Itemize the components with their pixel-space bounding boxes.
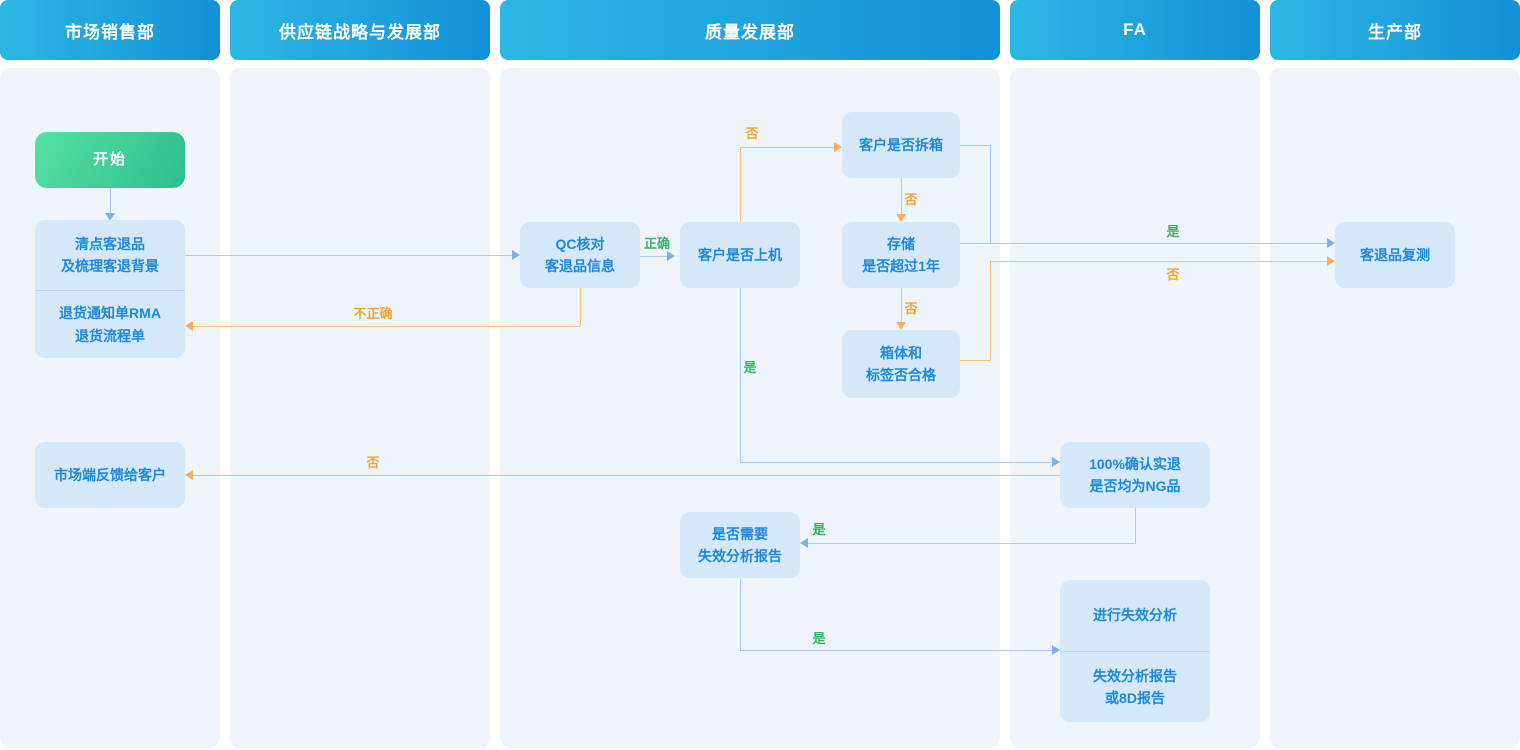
- node-count-returns: 清点客退品 及梳理客退背景: [61, 235, 159, 274]
- node-fa-report: 失效分析报告 或8D报告: [1060, 651, 1210, 722]
- edge-faneed-yes-h: [740, 650, 1052, 651]
- edge-carton-no-v: [990, 261, 991, 361]
- node-need-fa-report: 是否需要 失效分析报告: [680, 512, 800, 578]
- arrowhead-into-storage-icon: [896, 214, 906, 222]
- edge-qc-incorrect-v: [580, 288, 581, 326]
- edge-label-storage-yes: 是: [1166, 224, 1180, 239]
- edge-ng-yes-h: [808, 543, 1136, 544]
- arrowhead-into-rma-icon: [185, 321, 193, 331]
- lane-header-production: 生产部: [1270, 0, 1520, 60]
- edge-faneed-yes-v: [740, 578, 741, 650]
- edge-qc-to-machine: [640, 256, 668, 257]
- edge-label-faneed-yes: 是: [812, 631, 826, 646]
- edge-label-incorrect: 不正确: [353, 306, 393, 321]
- node-storage-over-1yr: 存储 是否超过1年: [842, 222, 960, 288]
- edge-label-carton-no: 否: [1166, 267, 1180, 282]
- arrowhead-into-carton-icon: [896, 322, 906, 330]
- lane-header-supply-chain: 供应链战略与发展部: [230, 0, 490, 60]
- edge-carton-no-to-retest: [990, 261, 1327, 262]
- arrowhead-into-fado-icon: [1052, 645, 1060, 655]
- node-retest: 客退品复测: [1335, 222, 1455, 288]
- arrowhead-into-unbox-icon: [834, 142, 842, 152]
- edge-qc-incorrect-h: [190, 326, 580, 327]
- edge-label-unbox-no: 否: [904, 192, 918, 207]
- edge-count-to-qc: [185, 255, 513, 256]
- edge-unbox-yes-h: [960, 145, 990, 146]
- node-fa-group: 进行失效分析 失效分析报告 或8D报告: [1060, 580, 1210, 722]
- arrowhead-into-faneed-icon: [800, 538, 808, 548]
- edge-unbox-yes-v: [990, 145, 991, 243]
- edge-carton-no-h1: [960, 360, 990, 361]
- arrowhead-into-retest-blue-icon: [1327, 238, 1335, 248]
- edge-label-ng-yes: 是: [812, 522, 826, 537]
- edge-ng-yes-v: [1135, 508, 1136, 543]
- node-customer-unboxed: 客户是否拆箱: [842, 112, 960, 178]
- node-feedback-to-customer: 市场端反馈给客户: [35, 442, 185, 508]
- edge-label-storage-no: 否: [904, 301, 918, 316]
- edge-ng-no-to-feedback: [190, 475, 1060, 476]
- arrowhead-start-down-icon: [105, 213, 115, 221]
- node-start: 开始: [35, 132, 185, 188]
- edge-unbox-no: [901, 178, 902, 214]
- node-do-failure-analysis: 进行失效分析: [1093, 607, 1177, 624]
- edge-label-machine-yes: 是: [743, 360, 757, 375]
- arrowhead-into-ng-icon: [1052, 457, 1060, 467]
- lane-body-production: [1270, 68, 1520, 748]
- lane-header-fa: FA: [1010, 0, 1260, 60]
- node-confirm-ng: 100%确认实退 是否均为NG品: [1060, 442, 1210, 508]
- arrowhead-into-feedback-icon: [185, 470, 193, 480]
- lane-body-supply-chain: [230, 68, 490, 748]
- edge-label-ng-no: 否: [366, 455, 380, 470]
- node-carton-label-ok: 箱体和 标签否合格: [842, 330, 960, 398]
- edge-machine-yes-h: [740, 462, 1052, 463]
- edge-machine-yes-v: [740, 288, 741, 462]
- edge-machine-no-v: [740, 147, 741, 222]
- edge-storage-no: [901, 288, 902, 322]
- arrowhead-into-machine-icon: [667, 251, 675, 261]
- arrowhead-into-retest-orange-icon: [1327, 256, 1335, 266]
- node-count-rma-group: 清点客退品 及梳理客退背景 退货通知单RMA 退货流程单: [35, 220, 185, 358]
- edge-start-to-count: [110, 188, 111, 214]
- arrowhead-into-qc-icon: [512, 250, 520, 260]
- lane-header-quality: 质量发展部: [500, 0, 1000, 60]
- edge-label-correct: 正确: [643, 236, 671, 251]
- edge-storage-yes-to-retest: [960, 243, 1327, 244]
- node-qc-verify: QC核对 客退品信息: [520, 222, 640, 288]
- lane-header-marketing: 市场销售部: [0, 0, 220, 60]
- lane-body-quality: [500, 68, 1000, 748]
- node-customer-on-machine: 客户是否上机: [680, 222, 800, 288]
- edge-label-machine-no: 否: [745, 126, 759, 141]
- node-rma-notice: 退货通知单RMA 退货流程单: [35, 290, 185, 358]
- edge-machine-no-h: [740, 147, 834, 148]
